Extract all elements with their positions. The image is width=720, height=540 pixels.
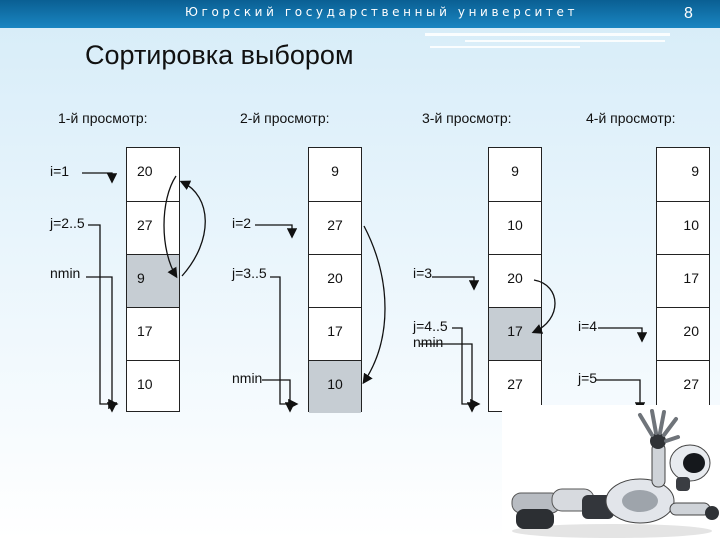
- pass2-cell: 17: [309, 307, 361, 360]
- pass1-label-nmin: nmin: [50, 265, 81, 281]
- pass2-pointer-i: [255, 224, 298, 239]
- pass4-cell: 9: [691, 163, 699, 179]
- pass3-label-nmin: nmin: [413, 334, 444, 350]
- pass4-header: 4-й просмотр:: [586, 110, 676, 126]
- pass3-pointer-j: [452, 327, 481, 410]
- pass4-cell: 17: [657, 254, 709, 307]
- pass1-header: 1-й просмотр:: [58, 110, 148, 126]
- pass2-cell: 10: [309, 360, 361, 413]
- decor-streak: [465, 40, 665, 42]
- university-name: Югорский государственный университет: [185, 5, 579, 19]
- pass2-label-nmin: nmin: [232, 370, 263, 386]
- pass3-pointer-nmin: [420, 343, 478, 413]
- pass2-cell: 27: [309, 201, 361, 254]
- pass4-label-i: i=4: [578, 318, 598, 334]
- pass4-pointer-j: [596, 379, 646, 413]
- pass3-pointer-i: [432, 276, 480, 291]
- pass3-cell: 9: [511, 163, 519, 179]
- pass1-cell: 10: [127, 360, 179, 413]
- pass2-header: 2-й просмотр:: [240, 110, 330, 126]
- pass2-label-i: i=2: [232, 215, 252, 231]
- pass3-cell: 27: [489, 360, 541, 413]
- pass4-cell: 27: [657, 360, 709, 413]
- pass4-cell: 10: [657, 201, 709, 254]
- pass1-label-i: i=1: [50, 163, 70, 179]
- pass1-label-j: j=2..5: [50, 215, 85, 231]
- page-number: 8: [684, 5, 693, 22]
- pass3-cell: 20: [489, 254, 541, 307]
- pass4-cell: 20: [657, 307, 709, 360]
- pass2-pointer-j: [270, 276, 299, 410]
- pass1-pointer-i: [82, 172, 118, 184]
- pass1-cell: 20: [137, 163, 153, 179]
- pass3-cell: 10: [489, 201, 541, 254]
- pass1-swap-arc-back: [163, 175, 178, 279]
- pass3-swap-arc: [531, 279, 556, 334]
- pass1-cell: 27: [127, 201, 179, 254]
- pass1-swap-arc: [179, 180, 206, 277]
- pass2-cell: 20: [309, 254, 361, 307]
- pass2-pointer-nmin: [262, 379, 296, 413]
- pass3-label-i: i=3: [413, 265, 433, 281]
- decor-streak: [425, 33, 670, 36]
- pass2-cell: 9: [331, 163, 339, 179]
- pass4-pointer-i: [598, 327, 648, 343]
- pass1-cell: 17: [127, 307, 179, 360]
- pass4-label-j: j=5: [578, 370, 598, 386]
- pass2-label-j: j=3..5: [232, 265, 267, 281]
- pass2-swap-arc: [362, 225, 386, 385]
- robot-illustration: [502, 405, 720, 540]
- pass1-pointer-nmin: [86, 276, 118, 413]
- pass3-label-j: j=4..5: [413, 318, 448, 334]
- decor-streak: [430, 46, 580, 48]
- top-banner: Югорский государственный университет 8: [0, 0, 720, 28]
- pass3-header: 3-й просмотр:: [422, 110, 512, 126]
- slide-title: Сортировка выбором: [85, 40, 354, 70]
